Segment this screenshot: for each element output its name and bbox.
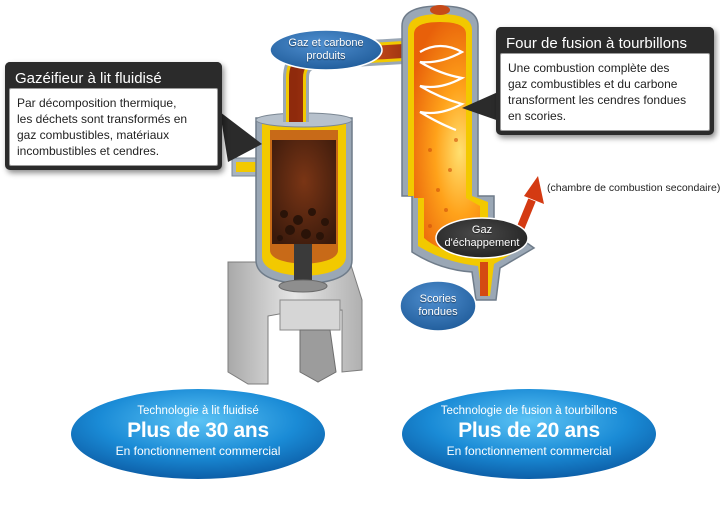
furnace-callout-pointer <box>462 92 502 122</box>
furnace-line: transforment les cendres fondues <box>508 93 687 107</box>
gasifier-line: les déchets sont transformés en <box>17 112 188 126</box>
furnace-title: Four de fusion à tourbillons <box>496 27 714 53</box>
tech-left-caption: Technologie à lit fluidisé <box>137 405 259 417</box>
exhaust-bubble <box>435 217 529 259</box>
gasifier-line: gaz combustibles, matériaux <box>17 128 170 142</box>
furnace-description: Une combustion complète des gaz combusti… <box>500 53 710 131</box>
gasifier-line: incombustibles et cendres. <box>17 144 160 158</box>
furnace-line: gaz combustibles et du carbone <box>508 77 678 91</box>
tech-right-ellipse <box>402 389 656 479</box>
tech-right-text: Technologie de fusion à tourbillons Plus… <box>402 405 656 458</box>
tech-left-subline: En fonctionnement commercial <box>115 444 281 458</box>
secondary-chamber-note: (chambre de combustion secondaire) <box>547 182 720 194</box>
gasifier-title: Gazéifieur à lit fluidisé <box>5 62 222 88</box>
slag-bubble <box>399 280 477 332</box>
gasifier-line: Par décomposition thermique, <box>17 96 177 110</box>
tech-left-ellipse <box>71 389 325 479</box>
gasifier-callout-pointer <box>220 112 262 162</box>
tech-left-headline: Plus de 30 ans <box>127 419 269 442</box>
slag-label: Scories fondues <box>418 293 458 318</box>
tech-left-text: Technologie à lit fluidisé Plus de 30 an… <box>71 405 325 458</box>
furnace-vessel <box>401 5 536 301</box>
exhaust-label: Gaz d'échappement <box>444 224 520 249</box>
gasifier-description: Par décomposition thermique, les déchets… <box>9 88 218 166</box>
tech-right-headline: Plus de 20 ans <box>458 419 600 442</box>
tech-right-caption: Technologie de fusion à tourbillons <box>440 405 618 417</box>
tech-right-subline: En fonctionnement commercial <box>446 444 612 458</box>
gasifier-vessel <box>227 112 363 385</box>
furnace-callout: Four de fusion à tourbillons Une combust… <box>496 27 714 135</box>
furnace-line: en scories. <box>508 109 567 123</box>
gas-carbon-label: Gaz et carbone produits <box>288 37 364 62</box>
gasifier-callout: Gazéifieur à lit fluidisé Par décomposit… <box>5 62 222 170</box>
gas-carbon-bubble <box>269 29 383 71</box>
furnace-line: Une combustion complète des <box>508 61 670 75</box>
